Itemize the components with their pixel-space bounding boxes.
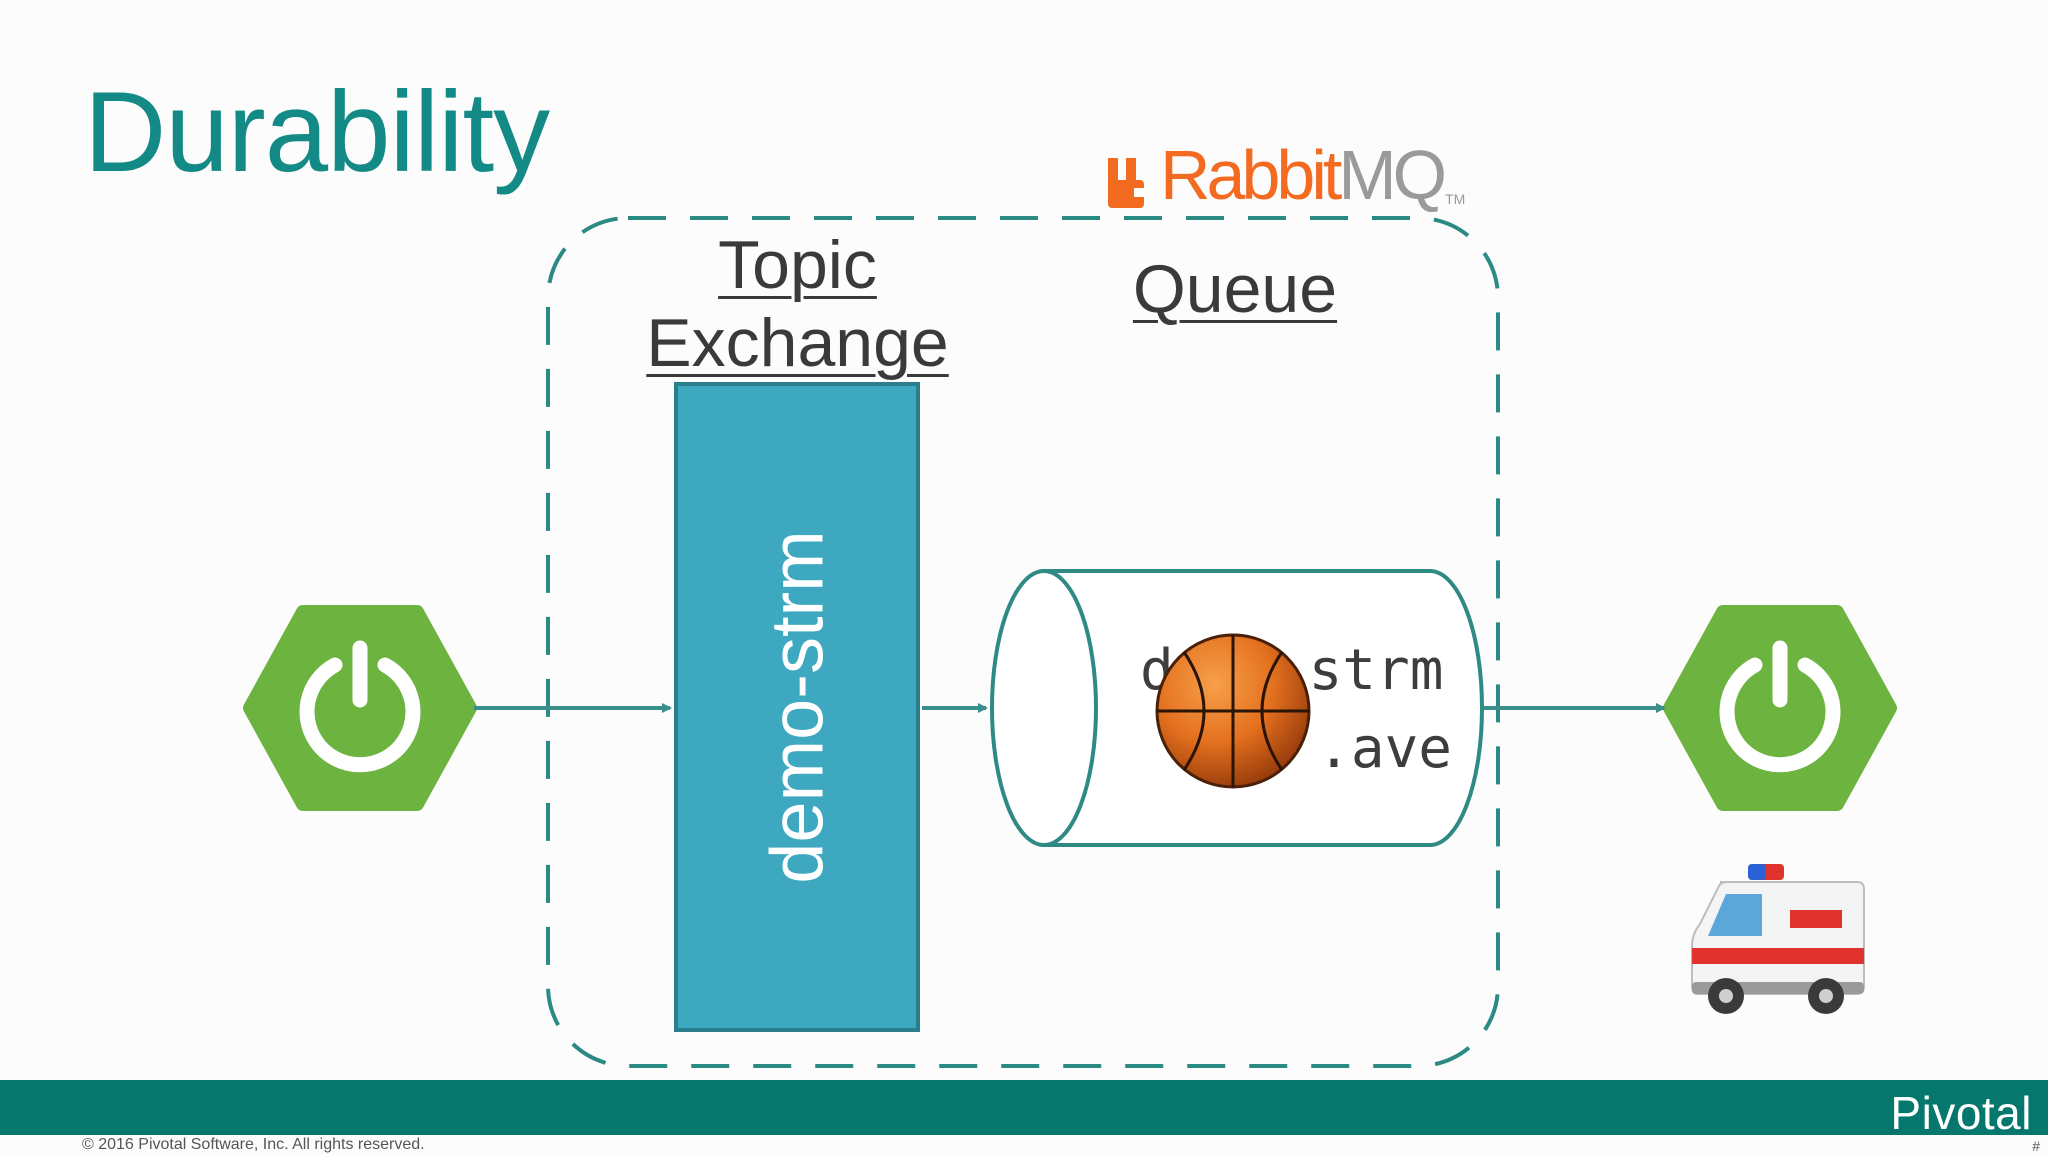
consumer-app-icon: [1663, 605, 1897, 811]
queue-name-line-2: .ave: [1317, 716, 1452, 781]
ambulance-icon: [1691, 864, 1865, 1014]
producer-app-icon: [243, 605, 477, 811]
rabbitmq-wordmark: Rabbit: [1160, 136, 1342, 214]
slide-title: Durability: [84, 69, 550, 196]
rabbitmq-wordmark-mq: MQ: [1338, 136, 1447, 214]
exchange-name: demo-strm: [755, 530, 839, 884]
pivotal-logo: Pivotal: [1890, 1087, 2032, 1139]
topic-exchange-box: demo-strm: [674, 382, 920, 1032]
queue-heading: Queue: [1132, 251, 1338, 327]
slide-number: #: [2032, 1138, 2040, 1154]
footer-bar: [0, 1080, 2048, 1135]
basketball-icon: [1155, 633, 1311, 789]
trademark-mark: TM: [1445, 191, 1466, 207]
topic-exchange-heading: Topic Exchange: [646, 227, 949, 381]
copyright-notice: © 2016 Pivotal Software, Inc. All rights…: [82, 1136, 425, 1153]
broker-boundary: [546, 216, 1500, 1068]
rabbitmq-icon: [1108, 158, 1144, 208]
